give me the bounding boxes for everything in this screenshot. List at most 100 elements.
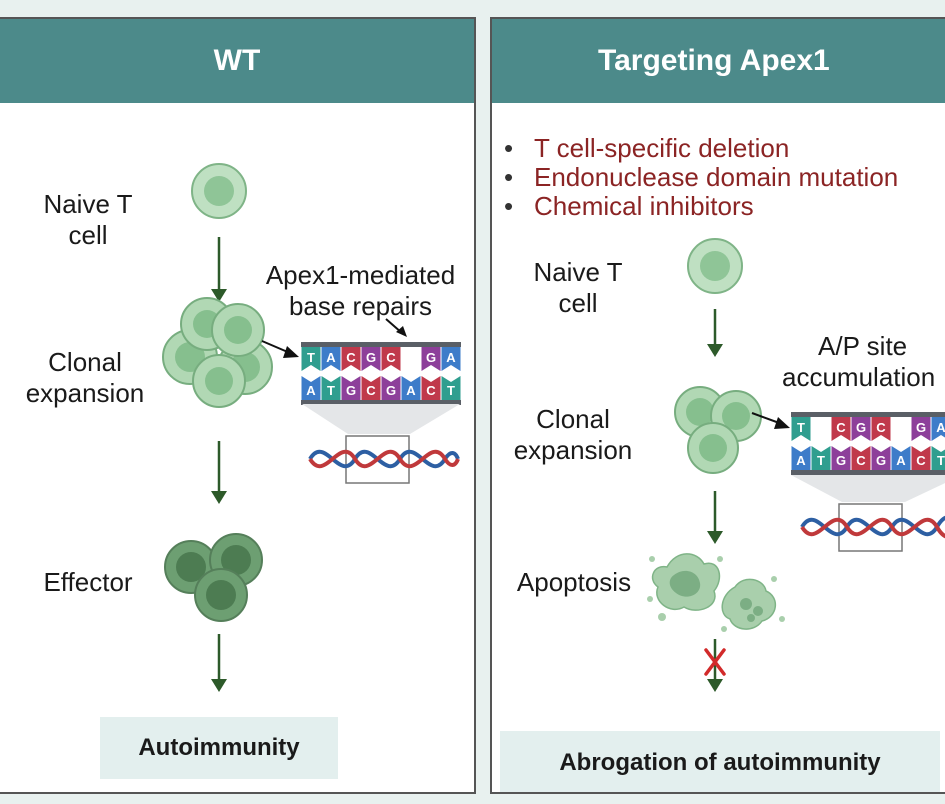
apex-dna-base-bottom-letter: A — [896, 453, 906, 468]
wt-dna-base-bottom-letter: C — [426, 383, 436, 398]
apex-blocked-arrow — [707, 639, 723, 692]
apex-dna-base-bottom — [851, 446, 871, 470]
apex-strategy-item: Chemical inhibitors — [504, 192, 898, 221]
wt-dna-base-top-letter: C — [346, 350, 356, 365]
apex-dna-base-top — [911, 417, 931, 441]
apex-dna-base-top — [791, 417, 811, 441]
wt-dna-base-top-letter: G — [366, 350, 376, 365]
apex-ap-label-line2: accumulation — [782, 362, 936, 392]
wt-naive-label-line1: Naive T — [43, 189, 133, 219]
wt-dna-base-top — [341, 347, 361, 371]
apex-dna-base-bottom — [871, 446, 891, 470]
wt-effector-label: Effector — [43, 567, 133, 597]
blocked-x-icon — [704, 648, 726, 676]
wt-dna-base-top — [361, 347, 381, 371]
apex-dna-base-top — [931, 417, 945, 441]
wt-header: WT — [0, 19, 474, 103]
apex-strategy-item: T cell-specific deletion — [504, 134, 898, 163]
apex-naive-label: Naive T cell — [518, 257, 638, 319]
wt-dna-base-bottom — [361, 376, 381, 400]
apex-dna-base-top-letter: T — [797, 420, 805, 435]
apex-dna-base-top — [871, 417, 891, 441]
apex-dna-base-top — [851, 417, 871, 441]
wt-dna-base-bottom-letter: T — [447, 383, 455, 398]
wt-repair-label: Apex1-mediated base repairs — [248, 260, 473, 322]
wt-repair-label-line2: base repairs — [288, 291, 433, 321]
apex-dna-base-bottom-letter: C — [916, 453, 926, 468]
wt-dna-base-bottom-letter: G — [346, 383, 356, 398]
wt-pointer-arrow — [261, 340, 299, 358]
apex-dna-backbone-bottom — [791, 470, 945, 475]
apex-dna-base-top-letter: C — [836, 420, 846, 435]
apex-header: Targeting Apex1 — [492, 19, 945, 103]
apex-naive-label-line2: cell — [558, 288, 598, 318]
apex-dna-base-bottom-letter: C — [856, 453, 866, 468]
apex-dna-base-top-letter: C — [876, 420, 886, 435]
wt-dna-base-top — [321, 347, 341, 371]
wt-zoom-box — [345, 435, 410, 484]
wt-dna-base-top — [301, 347, 321, 371]
wt-dna-base-bottom — [421, 376, 441, 400]
wt-dna-base-top-letter: G — [426, 350, 436, 365]
wt-effector-cells — [164, 533, 263, 622]
wt-dna-base-top-letter: A — [446, 350, 456, 365]
wt-dna-base-bottom — [441, 376, 461, 400]
apex-strategy-item: Endonuclease domain mutation — [504, 163, 898, 192]
apex-clonal-label-line1: Clonal — [536, 404, 610, 434]
apex-panel: Targeting Apex1 T cell-specific deletion… — [490, 17, 945, 794]
wt-dna-helix — [308, 449, 460, 469]
wt-dna-base-bottom-letter: T — [327, 383, 335, 398]
wt-dna-backbone-top — [301, 342, 461, 347]
apex-clonal-label: Clonal expansion — [498, 404, 648, 466]
wt-repair-label-line1: Apex1-mediated — [265, 260, 456, 290]
apex-dna-base-top-letter: G — [916, 420, 926, 435]
apex-dna-base-top-letter: A — [936, 420, 945, 435]
apex-dna-base-bottom — [811, 446, 831, 470]
wt-panel: WT Naive T cell Clonal expansion Effecto… — [0, 17, 476, 794]
wt-clonal-label-line2: expansion — [25, 378, 145, 408]
apex-naive-label-line1: Naive T — [533, 257, 623, 287]
apex-dna-base-top — [831, 417, 851, 441]
wt-dna-base-bottom — [381, 376, 401, 400]
apex-apoptosis-label: Apoptosis — [516, 567, 632, 597]
wt-dna-base-bottom-letter: A — [406, 383, 416, 398]
wt-outcome: Autoimmunity — [100, 717, 338, 779]
apex-clonal-label-line2: expansion — [513, 435, 633, 465]
apex-dna-backbone-top — [791, 412, 945, 417]
apex-dna-base-bottom — [911, 446, 931, 470]
wt-dna-base-top — [381, 347, 401, 371]
wt-dna-base-top — [441, 347, 461, 371]
wt-naive-label-line2: cell — [68, 220, 108, 250]
apex-dna-base-bottom-letter: G — [836, 453, 846, 468]
apex-strategy-list: T cell-specific deletion Endonuclease do… — [504, 134, 898, 221]
apex-dna-base-bottom — [831, 446, 851, 470]
apex-dna-base-bottom-letter: G — [876, 453, 886, 468]
wt-arrow-3 — [211, 634, 227, 692]
apex-arrow-1 — [707, 309, 723, 357]
apex-zoom-box — [838, 503, 903, 552]
wt-dna-base-bottom — [321, 376, 341, 400]
apex-naive-cell — [687, 238, 743, 294]
apex-arrow-2 — [707, 491, 723, 544]
apex-dna-base-bottom-letter: T — [817, 453, 825, 468]
wt-clonal-label: Clonal expansion — [10, 347, 160, 409]
wt-arrow-2 — [211, 441, 227, 504]
wt-dna-base-bottom-letter: C — [366, 383, 376, 398]
wt-naive-cell — [191, 163, 247, 219]
apex-ap-label: A/P site accumulation — [782, 331, 945, 393]
wt-clonal-label-line1: Clonal — [48, 347, 122, 377]
wt-dna-base-top-letter: A — [326, 350, 336, 365]
wt-dna-base-bottom-letter: A — [306, 383, 316, 398]
wt-dna-base-top — [421, 347, 441, 371]
apex-clonal-cells — [674, 386, 762, 474]
wt-dna-base-bottom — [301, 376, 321, 400]
wt-dna-base-bottom — [401, 376, 421, 400]
wt-arrow-1 — [211, 237, 227, 302]
apex-apoptotic-cells — [647, 553, 785, 632]
apex-dna-helix — [800, 515, 945, 539]
wt-dna-base-top-letter: C — [386, 350, 396, 365]
